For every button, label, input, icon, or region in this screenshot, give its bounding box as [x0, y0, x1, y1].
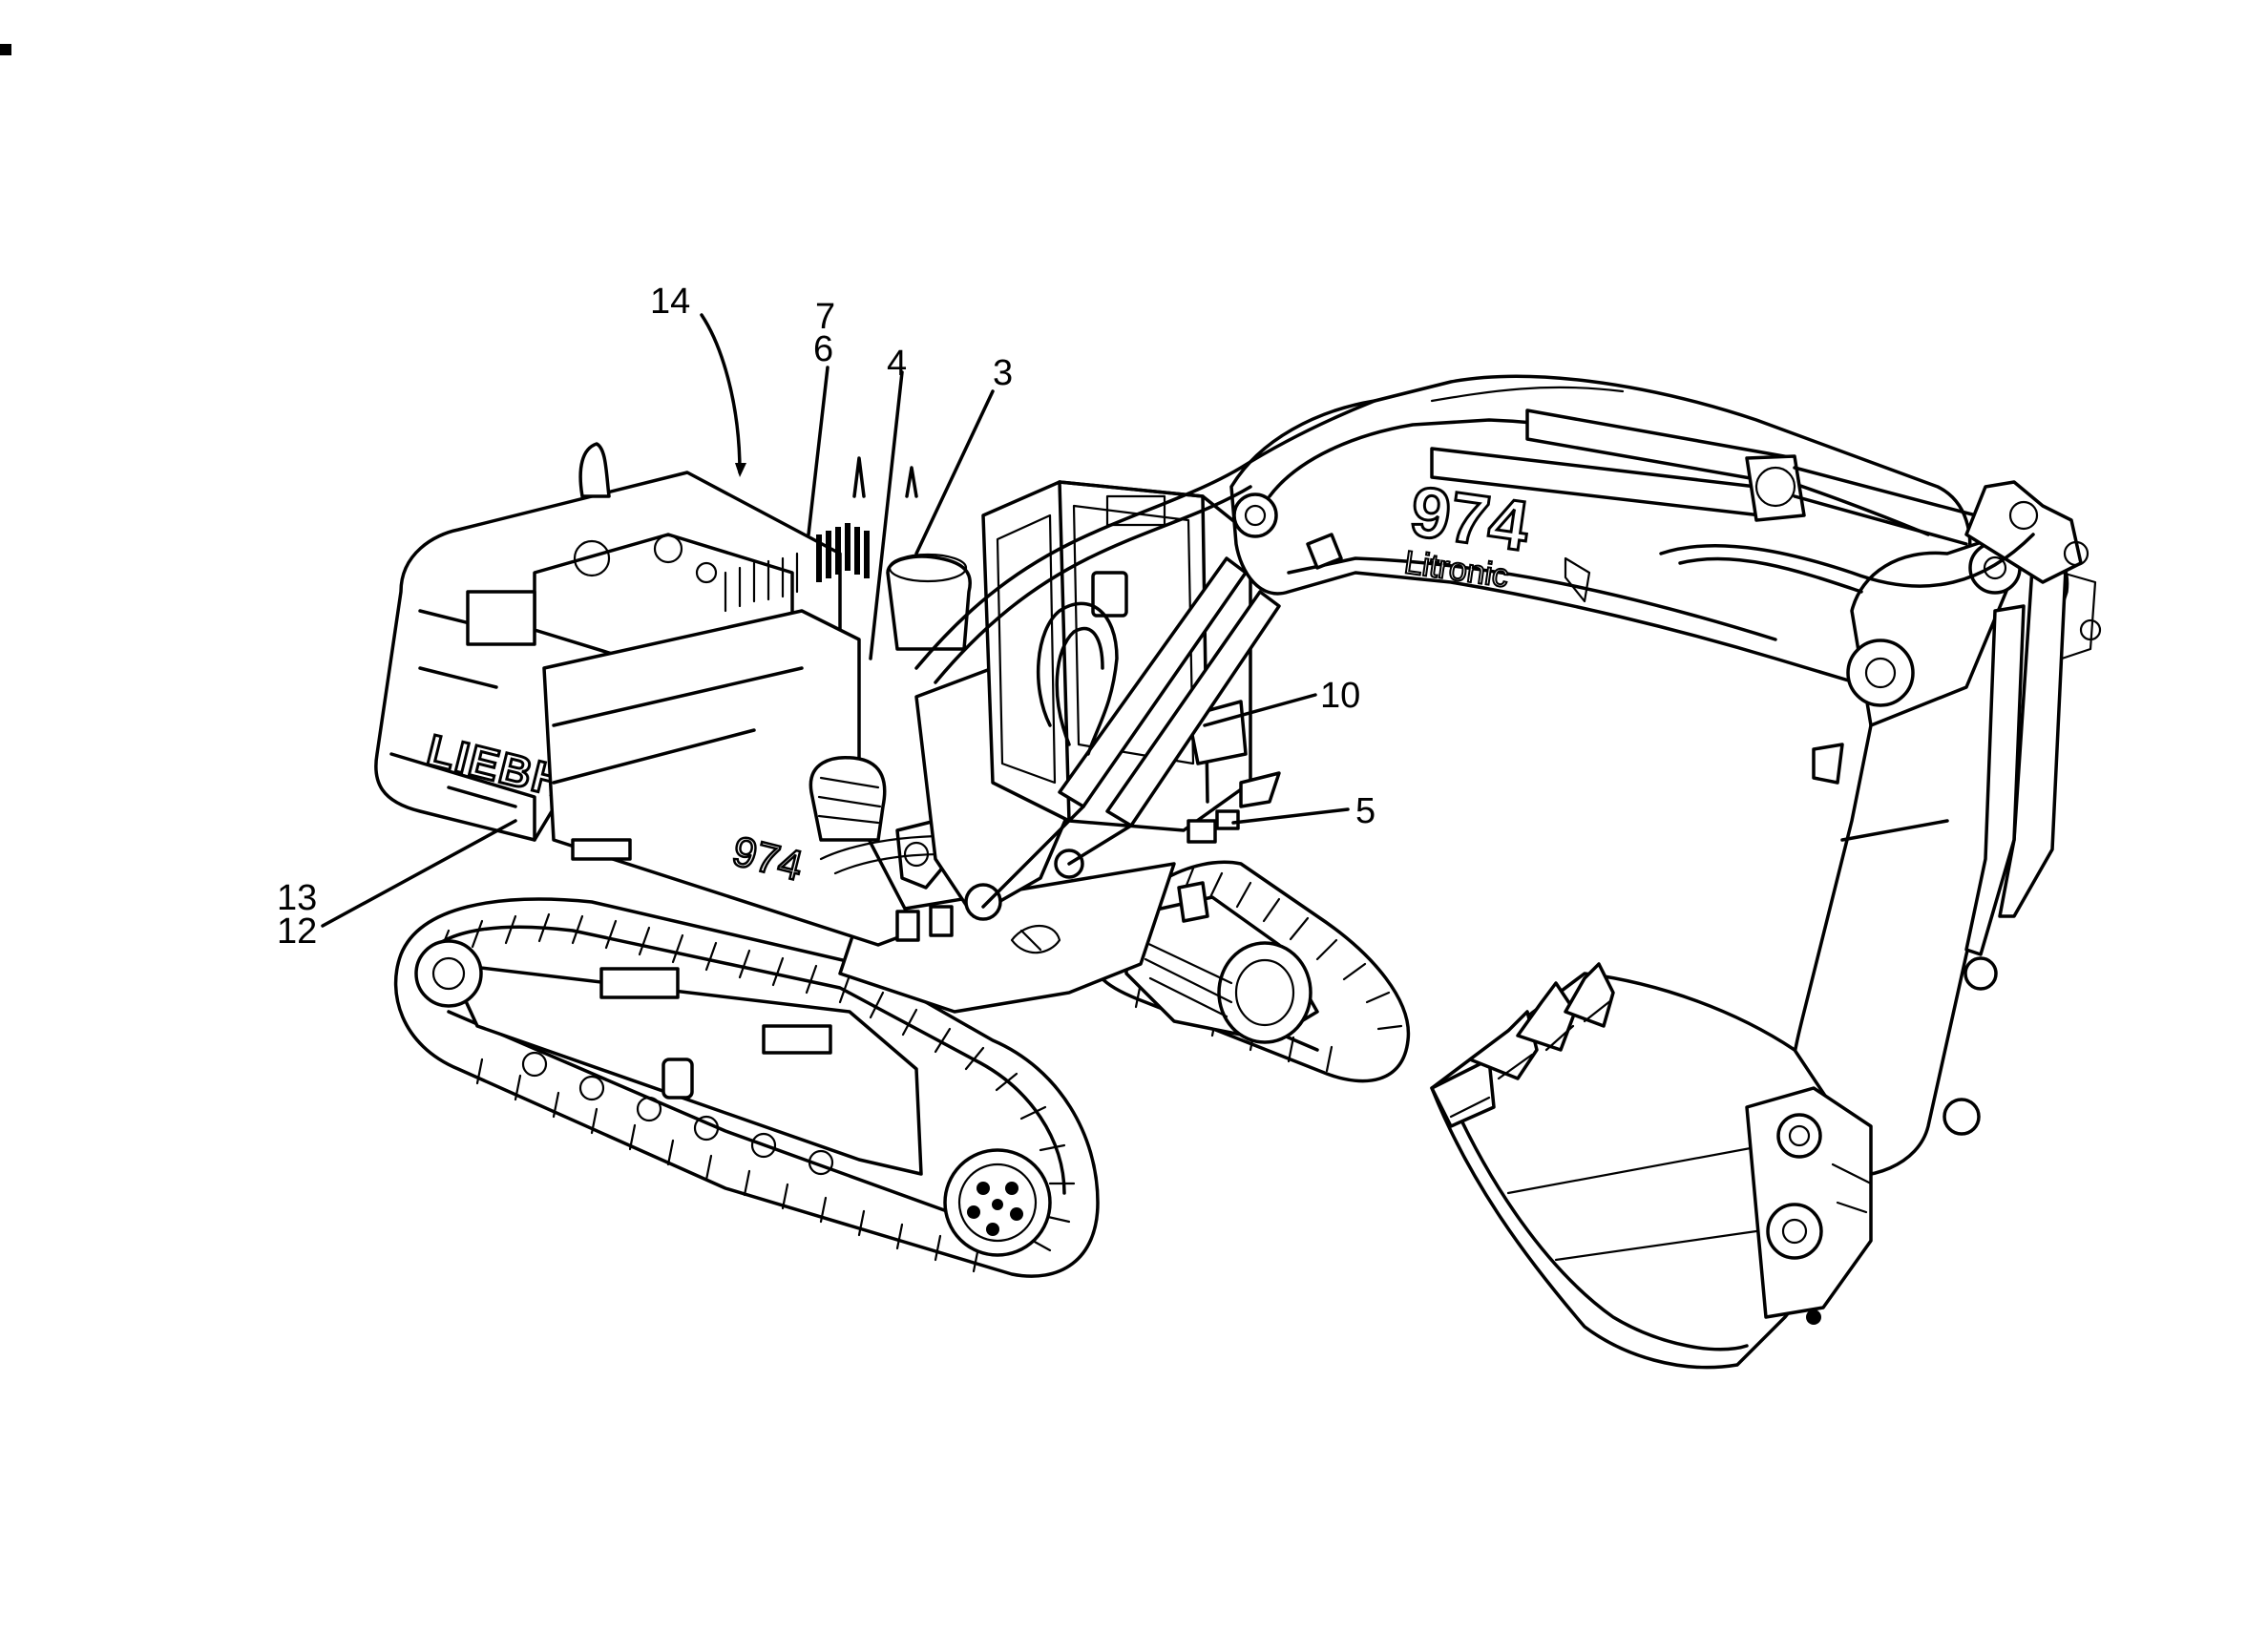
callout-10: 10 — [1320, 676, 1360, 716]
right-crawler-track — [1093, 860, 1411, 1083]
leader-14 — [700, 313, 742, 474]
left-crawler-track — [393, 897, 1100, 1278]
callout-3: 3 — [993, 353, 1013, 393]
brand-emblem-icon — [1564, 556, 1591, 603]
callout-7: 7 — [815, 297, 835, 337]
callout-12: 12 — [277, 911, 317, 952]
leader-6 — [807, 366, 830, 536]
callout-leaders — [321, 313, 1350, 928]
callout-labels: 14 7 6 4 3 10 5 13 12 — [277, 282, 1376, 952]
arm — [1430, 386, 2102, 1179]
scan-mark — [0, 44, 11, 55]
callout-13: 13 — [277, 878, 317, 918]
leader-5 — [1231, 807, 1350, 825]
leader-13-12 — [321, 819, 517, 928]
callout-4: 4 — [887, 344, 907, 384]
leader-14-arrow-icon — [735, 463, 746, 477]
callout-5: 5 — [1355, 791, 1376, 831]
leader-10 — [1203, 693, 1317, 727]
leader-4 — [869, 370, 904, 660]
leader-3 — [914, 389, 995, 555]
carbody — [838, 862, 1176, 1014]
callout-6: 6 — [813, 329, 833, 369]
model-number-boom: 974 — [1406, 471, 1534, 566]
bucket — [1430, 962, 1873, 1370]
callout-14: 14 — [650, 282, 690, 322]
